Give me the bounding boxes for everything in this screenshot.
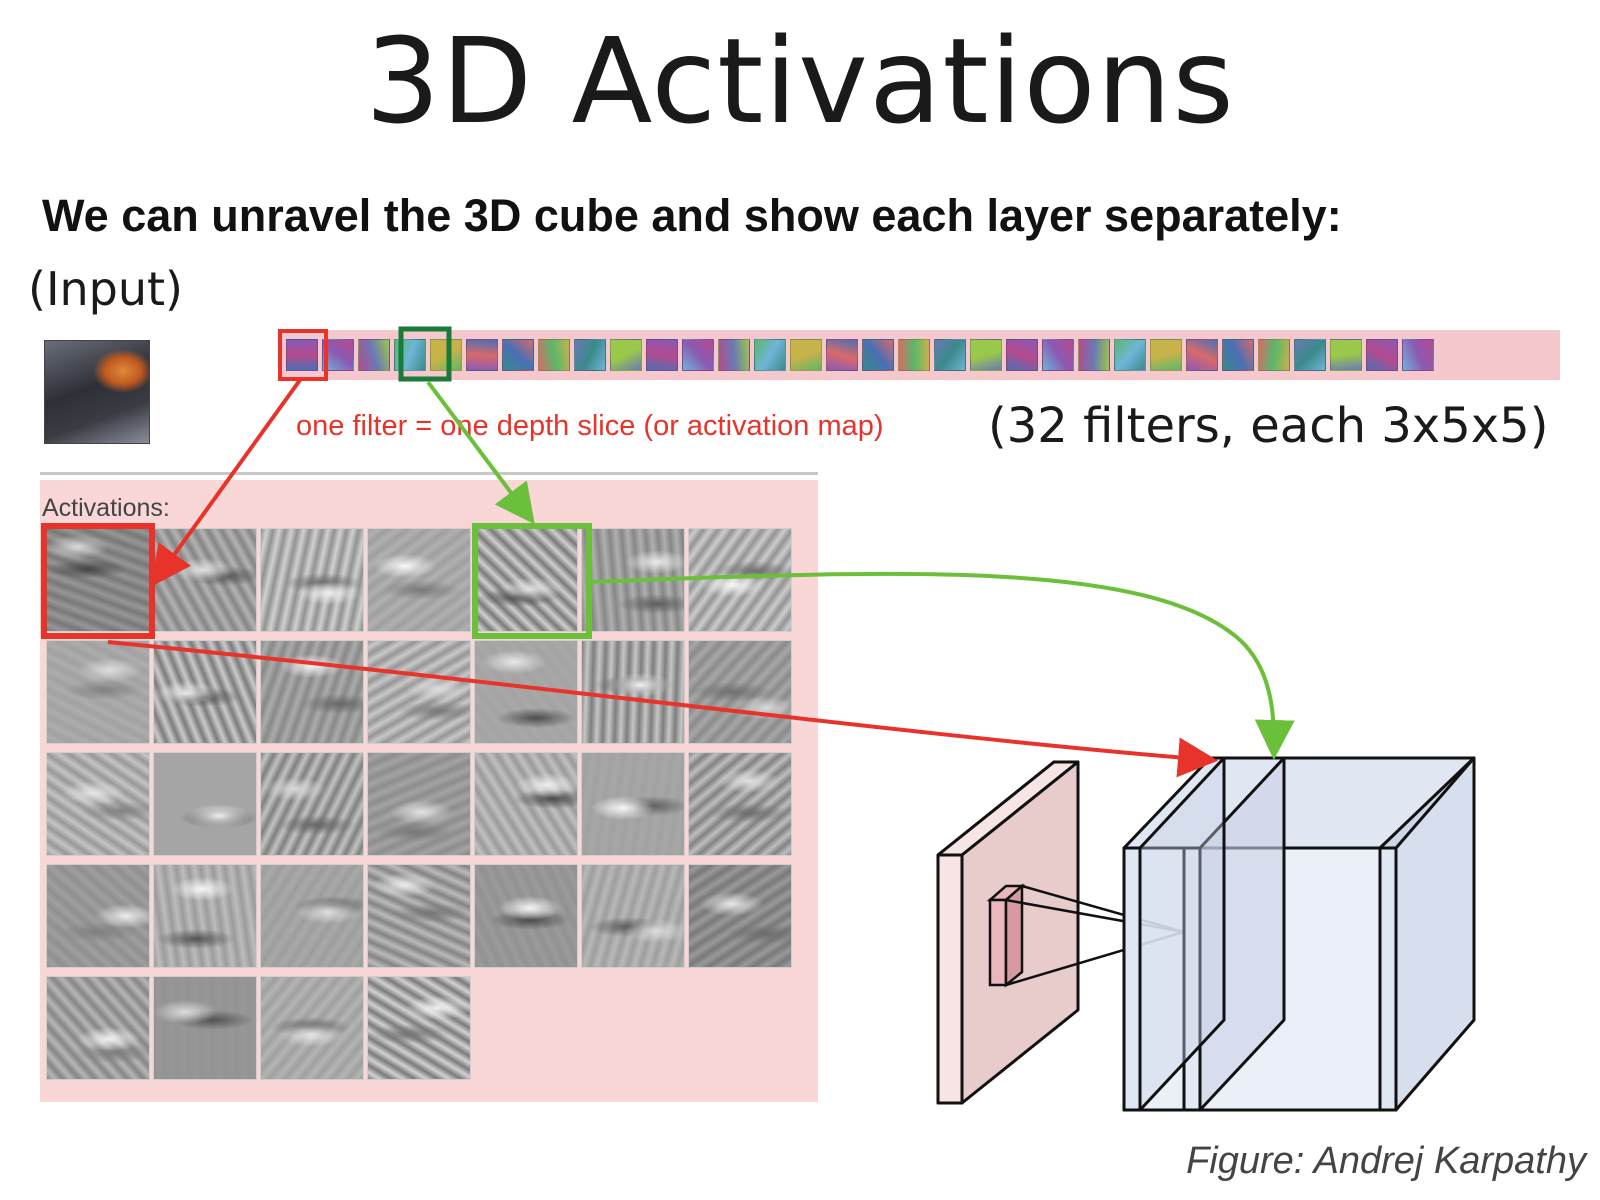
filter-tile: [610, 339, 642, 371]
filter-tile: [862, 339, 894, 371]
filter-tile: [970, 339, 1002, 371]
activation-map: [46, 752, 150, 856]
filter-tile: [754, 339, 786, 371]
filter-tile: [1186, 339, 1218, 371]
filter-caption: one filter = one depth slice (or activat…: [296, 410, 884, 442]
input-label: (Input): [28, 262, 184, 316]
activation-map: [260, 528, 364, 632]
activation-map: [367, 976, 471, 1080]
filter-tile: [1222, 339, 1254, 371]
activation-map: [474, 752, 578, 856]
filter-tile: [358, 339, 390, 371]
filter-tile: [826, 339, 858, 371]
filter-tile: [934, 339, 966, 371]
filter-tile: [574, 339, 606, 371]
activation-map: [474, 864, 578, 968]
activation-map: [688, 752, 792, 856]
filter-tile: [1366, 339, 1398, 371]
activation-map: [46, 864, 150, 968]
activation-map: [581, 864, 685, 968]
activation-map: [260, 864, 364, 968]
activation-map: [260, 752, 364, 856]
activation-map: [367, 640, 471, 744]
filter-tile: [1402, 339, 1434, 371]
page-title: 3D Activations: [365, 12, 1235, 150]
filter-strip: [278, 330, 1560, 380]
activation-map: [367, 752, 471, 856]
filter-tile: [538, 339, 570, 371]
filter-tile: [718, 339, 750, 371]
green-filter-highlight: [398, 326, 452, 382]
filter-tile: [682, 339, 714, 371]
activation-map: [688, 640, 792, 744]
green-arrow-filter-to-map: [426, 380, 535, 525]
filter-tile: [1042, 339, 1074, 371]
activation-map: [367, 864, 471, 968]
activation-map: [153, 976, 257, 1080]
activation-map: [153, 640, 257, 744]
filter-tile: [646, 339, 678, 371]
activation-volume: [1122, 756, 1476, 1112]
activation-map: [581, 752, 685, 856]
red-arrow-map-to-cube: [107, 640, 1218, 778]
filter-tile: [1294, 339, 1326, 371]
filter-tile: [1258, 339, 1290, 371]
activation-map: [46, 640, 150, 744]
activation-map: [153, 864, 257, 968]
red-arrow-filter-to-map: [151, 378, 302, 587]
red-filter-highlight: [278, 329, 328, 381]
filters-note: (32 filters, each 3x5x5): [988, 398, 1549, 454]
activations-label: Activations:: [42, 494, 170, 522]
activation-map: [367, 528, 471, 632]
divider: [40, 472, 818, 475]
activation-map: [474, 528, 578, 632]
activation-map: [688, 864, 792, 968]
green-arrow-map-to-cube: [589, 571, 1295, 760]
red-activation-highlight: [41, 523, 155, 639]
input-image: [44, 340, 150, 444]
filter-tile: [430, 339, 462, 371]
filter-tile: [790, 339, 822, 371]
filter-tile: [466, 339, 498, 371]
filter-tile: [502, 339, 534, 371]
filter-tile: [1078, 339, 1110, 371]
activation-map: [46, 976, 150, 1080]
filter-tile: [1150, 339, 1182, 371]
slide-subtitle: We can unravel the 3D cube and show each…: [42, 190, 1342, 241]
figure-credit: Figure: Andrej Karpathy: [1186, 1140, 1586, 1182]
filter-tile: [898, 339, 930, 371]
filter-tile: [1114, 339, 1146, 371]
activation-map: [153, 752, 257, 856]
activation-map: [260, 976, 364, 1080]
green-activation-highlight: [472, 523, 592, 639]
filter-tile: [1006, 339, 1038, 371]
receptive-field: [986, 883, 1185, 988]
filter-tile: [1330, 339, 1362, 371]
filter-tile: [286, 339, 318, 371]
